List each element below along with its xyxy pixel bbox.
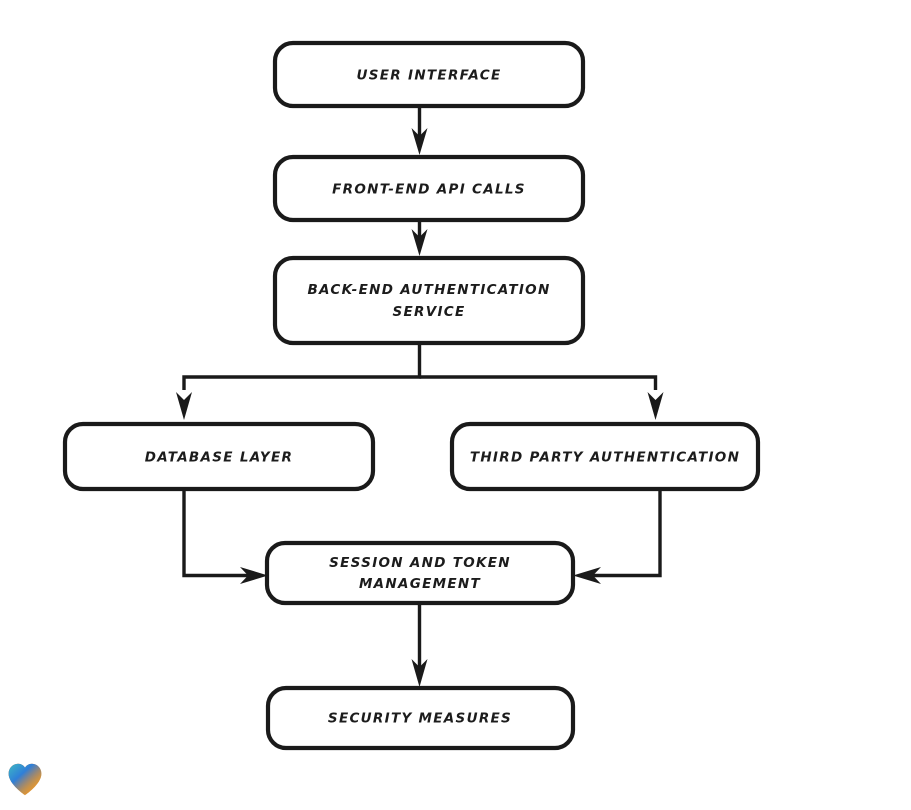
edge-backend-to-database [176, 343, 422, 420]
node-front-end-api-calls-shape[interactable] [272, 154, 586, 223]
edge-backend-to-thirdparty [419, 375, 664, 420]
node-third-party-authentication-label: THIRD PARTY AUTHENTICATION [470, 450, 740, 466]
node-session-and-token-management-label-line2: MANAGEMENT [359, 576, 482, 592]
node-database-layer-shape[interactable] [62, 421, 376, 492]
node-back-end-authentication-service[interactable]: BACK-END AUTHENTICATION SERVICE [272, 255, 586, 346]
node-user-interface[interactable]: USER INTERFACE [272, 40, 586, 109]
node-session-and-token-management-label-line1: SESSION AND TOKEN [329, 555, 511, 571]
node-security-measures-shape[interactable] [265, 685, 576, 751]
node-security-measures-label: SECURITY MEASURES [328, 711, 512, 727]
edge-session-to-security [411, 603, 428, 687]
edge-api-to-backend [411, 220, 428, 256]
node-back-end-authentication-service-label-line1: BACK-END AUTHENTICATION [307, 282, 550, 298]
node-security-measures[interactable]: SECURITY MEASURES [265, 685, 576, 751]
node-session-and-token-management-shape[interactable] [264, 540, 576, 606]
heart-icon [8, 763, 42, 796]
node-user-interface-shape[interactable] [272, 40, 586, 109]
node-session-and-token-management[interactable]: SESSION AND TOKEN MANAGEMENT [264, 540, 576, 606]
node-database-layer[interactable]: DATABASE LAYER [62, 421, 376, 492]
node-third-party-authentication-shape[interactable] [449, 421, 761, 492]
edge-ui-to-api [411, 106, 428, 155]
node-database-layer-label: DATABASE LAYER [145, 450, 293, 466]
node-back-end-authentication-service-shape[interactable] [272, 255, 586, 346]
edge-database-to-session [182, 489, 268, 584]
node-third-party-authentication[interactable]: THIRD PARTY AUTHENTICATION [449, 421, 761, 492]
node-back-end-authentication-service-label-line2: SERVICE [392, 304, 465, 320]
node-front-end-api-calls[interactable]: FRONT-END API CALLS [272, 154, 586, 223]
node-user-interface-label: USER INTERFACE [357, 68, 502, 84]
node-front-end-api-calls-label: FRONT-END API CALLS [332, 182, 526, 198]
edge-thirdparty-to-session [573, 489, 662, 584]
